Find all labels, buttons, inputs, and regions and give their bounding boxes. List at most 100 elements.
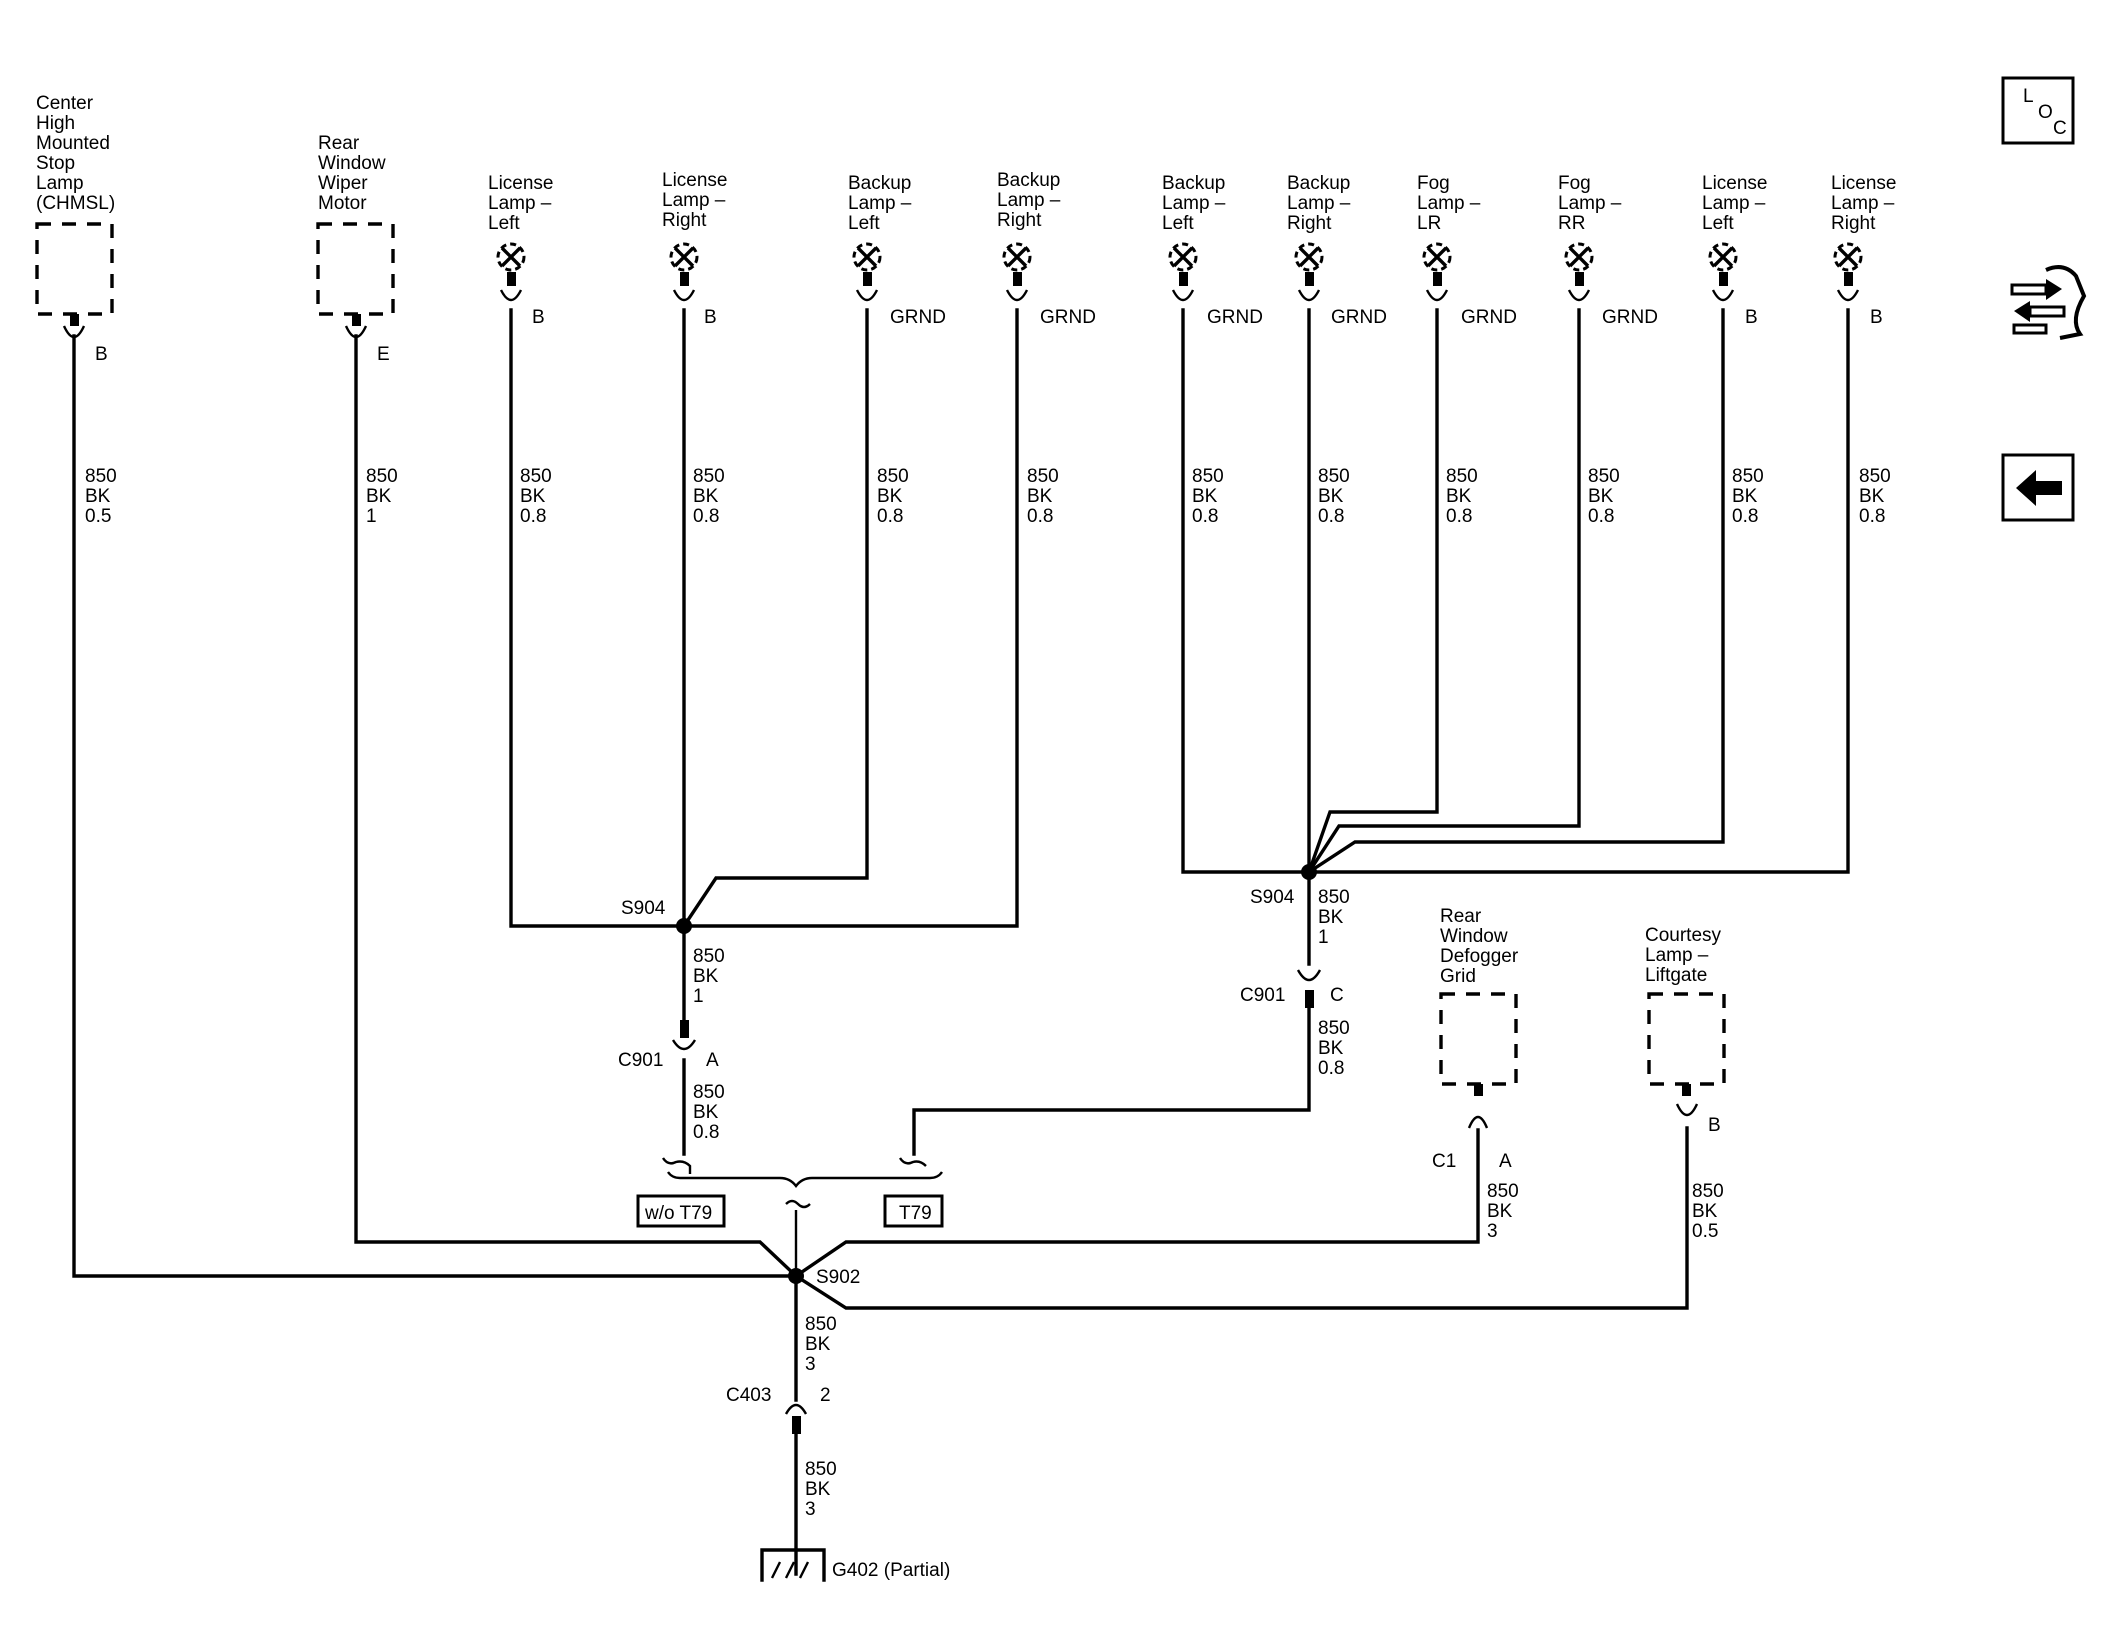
wire-s904-right-bus <box>1181 308 1850 874</box>
wire-label-s904-right-out: 850 <box>1318 887 1350 908</box>
component-name-defogger: Rear <box>1440 906 1482 927</box>
lamp-icon <box>1564 242 1594 302</box>
connector-label-c403: C403 <box>726 1385 771 1406</box>
component-name-license-right-2: License <box>1831 173 1897 194</box>
wire-label-license-right-2: 850 <box>1859 466 1891 487</box>
wire-label-backup-right-2: 0.8 <box>1318 506 1344 527</box>
lamp-icon <box>1168 242 1198 302</box>
wire-fog-lr <box>1306 308 1439 875</box>
wire-label-c901-c-out: 0.8 <box>1318 1058 1344 1079</box>
wire-label-c901-a-out: 850 <box>693 1082 725 1103</box>
wire-label-defogger: BK <box>1487 1201 1513 1222</box>
ground-label-g402: G402 (Partial) <box>832 1560 950 1581</box>
lamp-icon <box>669 242 699 302</box>
component-name-courtesy: Courtesy <box>1645 925 1722 946</box>
wire-label-license-left-2: 0.8 <box>1732 506 1758 527</box>
pin-label-fog-rr: GRND <box>1602 307 1658 328</box>
pin-label-license-right-1: B <box>704 307 717 328</box>
wire-label-c403-out: 850 <box>805 1459 837 1480</box>
c901-c-connector <box>1296 969 1322 1008</box>
option-t79-label: T79 <box>899 1203 932 1224</box>
wire-label-c901-a-out: BK <box>693 1102 719 1123</box>
pin-label-defogger: A <box>1499 1151 1512 1172</box>
back-button[interactable] <box>2001 453 2075 522</box>
wire-label-chmsl: 850 <box>85 466 117 487</box>
wire-label-backup-left-1: 0.8 <box>877 506 903 527</box>
wire-label-c403-out: 3 <box>805 1499 816 1520</box>
component-name-license-right-1: License <box>662 170 728 191</box>
pin-label-backup-right-1: GRND <box>1040 307 1096 328</box>
back-arrow-icon <box>2016 470 2062 506</box>
wire-label-fog-lr: 0.8 <box>1446 506 1472 527</box>
connector-icon <box>2010 265 2087 340</box>
option-without-t79-label: w/o T79 <box>644 1203 712 1224</box>
component-name-fog-rr: Fog <box>1558 173 1591 194</box>
wire-label-courtesy: 0.5 <box>1692 1221 1718 1242</box>
wire-label-s904-left-out: 1 <box>693 986 704 1007</box>
wire-label-license-left-2: BK <box>1732 486 1758 507</box>
component-name-backup-right-1: Backup <box>997 170 1060 191</box>
component-name-fog-lr: Fog <box>1417 173 1450 194</box>
wire-label-license-right-2: BK <box>1859 486 1885 507</box>
pin-label-backup-left-1: GRND <box>890 307 946 328</box>
component-name-backup-left-2: Backup <box>1162 173 1225 194</box>
wire-label-s904-left-out: BK <box>693 966 719 987</box>
wire-label-s902-out: 850 <box>805 1314 837 1335</box>
wire-label-license-right-1: 0.8 <box>693 506 719 527</box>
component-name-chmsl: High <box>36 113 75 134</box>
wire-label-defogger: 3 <box>1487 1221 1498 1242</box>
wire-license-left-2 <box>1306 308 1725 875</box>
component-name-defogger: Window <box>1440 926 1508 947</box>
wire-defogger <box>793 1128 1480 1279</box>
loc-button-frame <box>2001 76 2075 145</box>
lamp-icon <box>852 242 882 302</box>
wire-label-s904-right-out: 1 <box>1318 927 1329 948</box>
wire-label-rear-wiper: 1 <box>366 506 377 527</box>
component-name-fog-lr: Lamp – <box>1417 193 1481 214</box>
wire-label-license-left-1: 0.8 <box>520 506 546 527</box>
component-name-backup-left-2: Lamp – <box>1162 193 1226 214</box>
component-name-license-left-1: Left <box>488 213 520 234</box>
wire-backup-left-1 <box>681 308 869 929</box>
lamp-icon <box>1833 242 1863 302</box>
component-name-fog-rr: Lamp – <box>1558 193 1622 214</box>
component-name-chmsl: Lamp <box>36 173 84 194</box>
ground-g402-icon <box>760 1548 826 1582</box>
wire-label-backup-right-2: BK <box>1318 486 1344 507</box>
wire-label-c901-c-out: BK <box>1318 1038 1344 1059</box>
loc-letter-o: O <box>2038 102 2053 123</box>
component-name-courtesy: Lamp – <box>1645 945 1709 966</box>
wire-label-s902-out: 3 <box>805 1354 816 1375</box>
connector-label-c901-left: C901 <box>618 1050 663 1071</box>
wire-fog-rr <box>1306 308 1581 875</box>
lamp-icon <box>1422 242 1452 302</box>
wire-label-chmsl: BK <box>85 486 111 507</box>
component-name-backup-right-1: Right <box>997 210 1042 231</box>
wire-label-backup-right-1: 850 <box>1027 466 1059 487</box>
pin-label-license-right-2: B <box>1870 307 1883 328</box>
wire-label-courtesy: 850 <box>1692 1181 1724 1202</box>
pin-label-backup-right-2: GRND <box>1331 307 1387 328</box>
wire-label-license-left-1: 850 <box>520 466 552 487</box>
option-bracket <box>661 1157 943 1276</box>
wire-label-fog-rr: 850 <box>1588 466 1620 487</box>
component-name-chmsl: Stop <box>36 153 75 174</box>
connector-view-button[interactable] <box>2010 265 2087 340</box>
component-name-license-right-2: Right <box>1831 213 1876 234</box>
wire-label-backup-left-1: BK <box>877 486 903 507</box>
wire-label-courtesy: BK <box>1692 1201 1718 1222</box>
component-name-backup-left-2: Left <box>1162 213 1194 234</box>
lamp-icon <box>496 242 526 302</box>
rear-wiper-box <box>316 222 395 316</box>
defogger-box <box>1439 992 1518 1086</box>
courtesy-lamp-box <box>1647 992 1726 1086</box>
option-t79-box <box>883 1194 944 1228</box>
wire-courtesy <box>793 1126 1689 1310</box>
rear-wiper-terminal <box>344 314 368 339</box>
component-name-rear-wiper: Motor <box>318 193 367 214</box>
lamp-icon <box>1002 242 1032 302</box>
component-name-backup-right-1: Lamp – <box>997 190 1061 211</box>
wire-label-license-left-2: 850 <box>1732 466 1764 487</box>
wire-label-defogger: 850 <box>1487 1181 1519 1202</box>
loc-button[interactable]: L O C <box>2001 76 2075 145</box>
